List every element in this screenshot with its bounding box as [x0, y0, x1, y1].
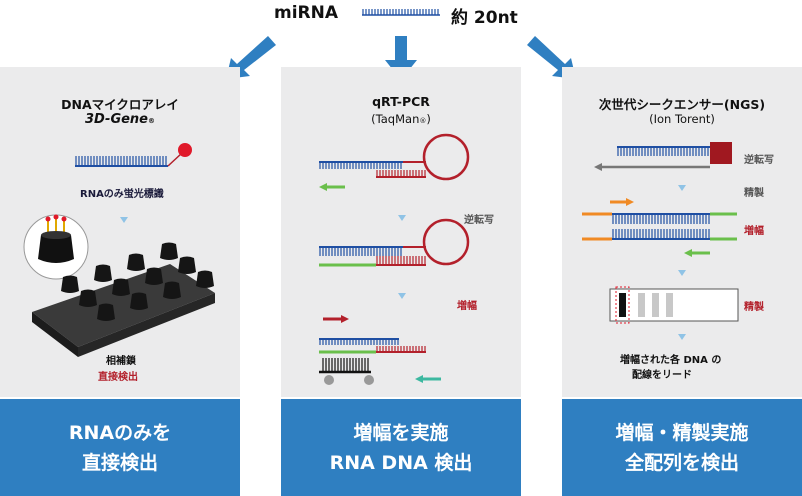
footer-line-1: 増幅・精製実施 — [615, 421, 749, 444]
subtitle-text: (TaqMan — [371, 112, 420, 126]
adapter-block-icon — [710, 142, 732, 164]
footer-line-2: 全配列を検出 — [624, 451, 739, 474]
read-label-2: 配線をリード — [632, 370, 692, 381]
footer-qrtpcr: 増幅を実施 RNA DNA 検出 — [281, 399, 521, 496]
registered-mark: ® — [419, 117, 427, 125]
chip-well-icon — [160, 242, 178, 260]
step-arrow-icon — [120, 217, 128, 223]
purify-label-2: 精製 — [744, 302, 764, 313]
panel-microarray: DNAマイクロアレイ 3D-Gene® RNAのみ蛍光標識 相補鎖 直接検出 — [0, 67, 240, 397]
chip-well-icon — [145, 267, 163, 285]
stemloop-step2 — [319, 218, 470, 267]
chip-well-icon — [97, 303, 115, 321]
header: miRNA 約 20nt — [0, 0, 802, 30]
read-label-1: 増幅された各 DNA の — [620, 355, 722, 366]
fluorescent-label-icon — [178, 143, 192, 157]
subtitle-close: ) — [426, 112, 431, 126]
amp-label: 増幅 — [744, 226, 764, 237]
panel-title: DNAマイクロアレイ — [61, 97, 179, 112]
gel-lane-icon — [609, 288, 739, 322]
footer-ngs: 増幅・精製実施 全配列を検出 — [562, 399, 802, 496]
microarray-diagram — [23, 143, 215, 357]
chip-well-icon — [178, 256, 196, 274]
rt-label: 逆転写 — [744, 155, 774, 166]
mirna-strand-icon — [362, 9, 440, 16]
panel-qrtpcr: qRT-PCR (TaqMan®) — [281, 67, 521, 397]
chip-well-icon — [112, 278, 130, 296]
length-label: 約 20nt — [451, 8, 518, 28]
panel-title: qRT-PCR — [372, 94, 430, 109]
purify-label-1: 精製 — [744, 188, 764, 199]
footer-line-1: RNAのみを — [68, 421, 172, 444]
probe-label: RNAのみ蛍光標識 — [80, 189, 164, 200]
panel-subtitle: (Ion Torent) — [649, 112, 715, 126]
ngs-diagram — [582, 142, 739, 340]
footer-microarray: RNAのみを 直接検出 — [0, 399, 240, 496]
panel-subtitle: (TaqMan®) — [281, 112, 521, 126]
detect-label: 直接検出 — [98, 372, 138, 383]
footer-line-2: 直接検出 — [81, 451, 158, 474]
hybrid-label: 相補鎖 — [106, 356, 136, 367]
footer-line-1: 増幅を実施 — [353, 421, 449, 444]
chip-well-icon — [163, 281, 181, 299]
rt-label: 逆転写 — [464, 215, 494, 226]
chip-well-icon — [79, 289, 97, 307]
chip-well-icon — [196, 270, 214, 288]
registered-mark: ® — [148, 117, 156, 125]
mirna-label: miRNA — [274, 3, 339, 23]
chip-well-icon — [61, 275, 79, 293]
subtitle-text: 3D-Gene — [84, 112, 149, 127]
chip-well-icon — [94, 264, 112, 282]
panel-subtitle: 3D-Gene® — [0, 112, 240, 127]
chip-well-icon — [127, 253, 145, 271]
panel-ngs: 次世代シークエンサー(NGS) (Ion Torent) 逆転写 精製 増幅 精… — [562, 67, 802, 397]
panel-title: 次世代シークエンサー(NGS) — [598, 97, 766, 112]
chip-well-icon — [130, 292, 148, 310]
footer-line-2: RNA DNA 検出 — [329, 451, 473, 474]
amp-label: 増幅 — [457, 301, 477, 312]
qrtpcr-diagram — [319, 133, 470, 385]
